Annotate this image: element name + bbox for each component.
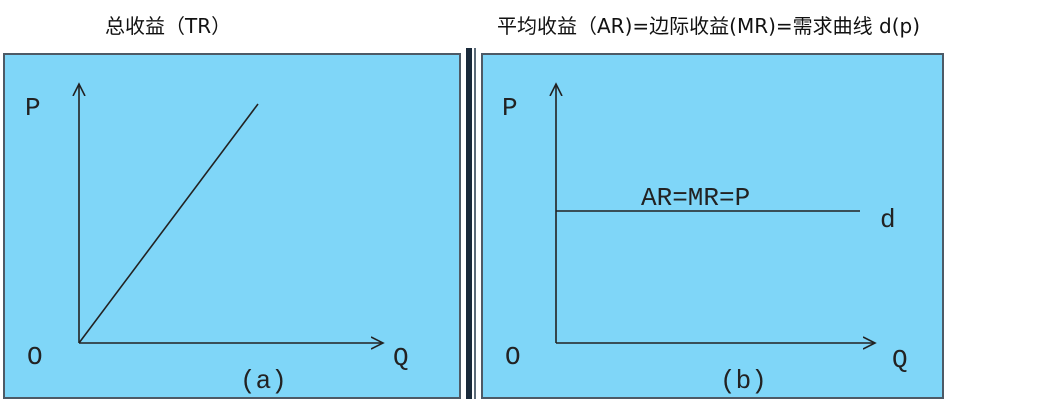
panel-a-y-label: P — [25, 93, 41, 123]
panel-divider — [466, 48, 472, 399]
panel-a-x-label: Q — [393, 343, 409, 373]
panel-b-diagram: P Q O (b) AR=MR=P d — [502, 84, 908, 396]
panel-a-tr-line — [78, 103, 259, 344]
panel-b-line-label: AR=MR=P — [641, 183, 750, 213]
panel-b-caption: (b) — [720, 366, 767, 396]
title-average-marginal-revenue: 平均收益（AR)=边际收益(MR)=需求曲线 d(p) — [497, 14, 921, 38]
panel-b-y-label: P — [502, 93, 518, 123]
panel-a-diagram: P Q O (a) — [25, 84, 409, 396]
panel-a-caption: (a) — [240, 366, 287, 396]
panel-a-origin-label: O — [27, 342, 43, 372]
panel-b-curve-label: d — [880, 205, 896, 235]
panel-b-origin-label: O — [505, 342, 521, 372]
panel-divider-thin — [474, 48, 476, 399]
title-total-revenue: 总收益（TR） — [105, 14, 232, 38]
panel-b-x-label: Q — [892, 345, 908, 375]
